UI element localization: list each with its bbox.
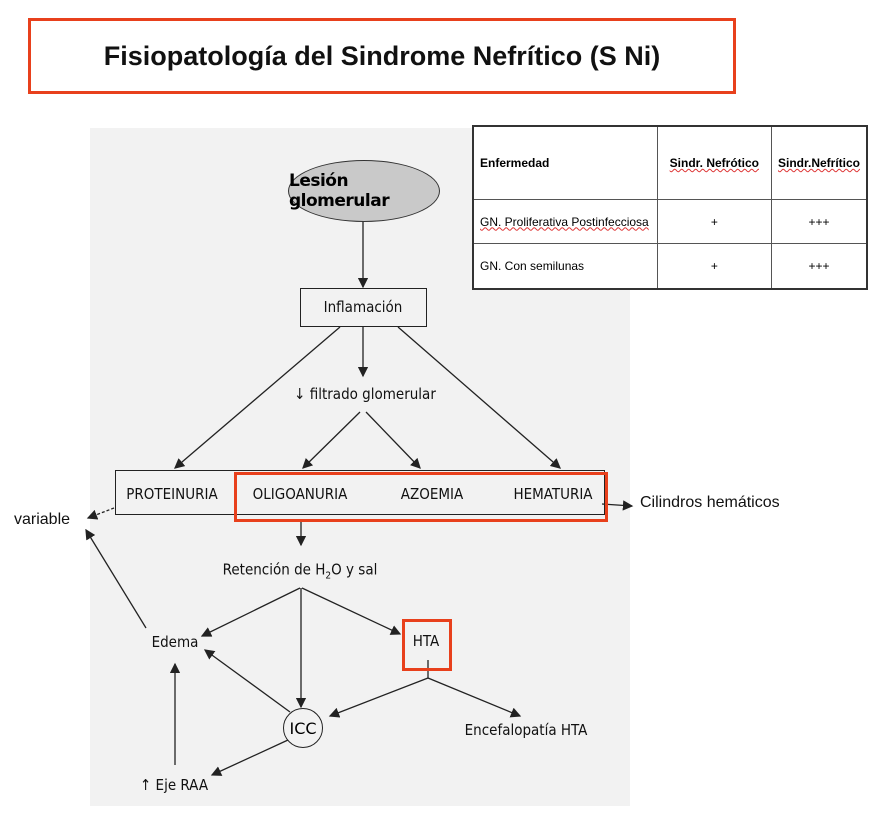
label-cilindros-hematicos: Cilindros hemáticos	[640, 494, 780, 511]
node-hta: HTA	[412, 632, 440, 650]
highlight-box-nefritico	[234, 472, 608, 522]
retencion-text-end: O y sal	[331, 560, 378, 579]
arrow-hta-encefalopatia	[427, 677, 522, 718]
highlight-box-hta	[402, 619, 452, 671]
cell-nefritico: +++	[770, 243, 868, 290]
arrow-filtrado-azoemia	[365, 411, 421, 469]
node-retencion: Retención de H2O y sal	[223, 561, 378, 582]
node-hematuria: HEMATURIA	[513, 485, 593, 503]
slide-title: Fisiopatología del Sindrome Nefrítico (S…	[103, 40, 661, 71]
node-inflamacion: Inflamación	[323, 298, 403, 316]
node-icc-label: ICC	[289, 718, 317, 738]
node-filtrado-glomerular: ↓ filtrado glomerular	[294, 385, 436, 403]
arrow-inflamacion-proteinuria	[174, 326, 341, 469]
header-enfermedad: Enfermedad	[472, 125, 658, 200]
arrow-hta-icc	[328, 677, 429, 718]
node-azoemia: AZOEMIA	[400, 485, 464, 503]
cell-enfermedad: GN. Con semilunas	[472, 243, 658, 290]
node-edema: Edema	[151, 633, 199, 651]
node-proteinuria: PROTEINURIA	[126, 485, 218, 503]
header-nefrotico: Sindr. Nefrótico	[656, 125, 772, 200]
node-inflamacion-box	[300, 288, 427, 327]
title-box: Fisiopatología del Sindrome Nefrítico (S…	[28, 18, 736, 94]
node-encefalopatia-hta: Encefalopatía HTA	[464, 721, 588, 739]
arrow-icc-edema	[203, 649, 291, 713]
retencion-text: Retención de H	[222, 560, 326, 579]
cell-nefrotico: +	[656, 243, 772, 290]
node-lesion-glomerular: Lesión glomerular	[288, 160, 440, 222]
node-oligoanuria: OLIGOANURIA	[252, 485, 348, 503]
arrow-filtrado-oligoanuria	[302, 411, 361, 469]
arrow-retencion-hta	[301, 587, 402, 635]
node-eje-raa: ↑ Eje RAA	[139, 776, 209, 794]
label-variable: variable	[14, 511, 71, 528]
cell-nefrotico: +	[656, 198, 772, 245]
symptoms-box	[115, 470, 605, 515]
arrow-icc-eje-raa	[210, 739, 289, 776]
comparison-table: Enfermedad Sindr. Nefrótico Sindr.Nefrít…	[472, 125, 868, 290]
arrow-inflamacion-hematuria	[397, 326, 561, 469]
arrow-edema-variable	[85, 528, 147, 629]
header-nefritico: Sindr.Nefrítico	[770, 125, 868, 200]
cell-enfermedad: GN. Proliferativa Postinfecciosa	[472, 198, 658, 245]
cell-nefritico: +++	[770, 198, 868, 245]
table-row: GN. Con semilunas + +++	[472, 243, 868, 290]
retencion-subscript: 2	[325, 570, 332, 582]
table-row: GN. Proliferativa Postinfecciosa + +++	[472, 198, 868, 245]
arrow-retencion-edema	[200, 587, 301, 637]
node-icc: ICC	[283, 708, 323, 748]
table-header-row: Enfermedad Sindr. Nefrótico Sindr.Nefrít…	[472, 125, 868, 200]
node-label: Lesión glomerular	[289, 171, 390, 211]
arrow-proteinuria-variable	[86, 507, 115, 520]
